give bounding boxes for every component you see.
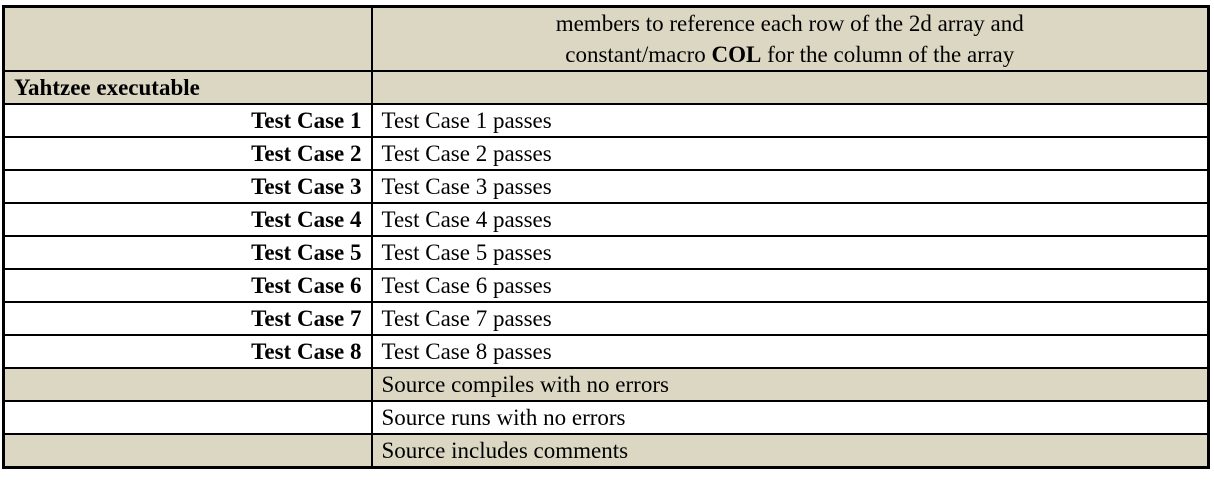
row-value-cell: Test Case 8 passes [370,334,1210,369]
header-line2-col-keyword: COL [711,42,762,67]
table-row-test-case-7: Test Case 7 Test Case 7 passes [2,301,1210,336]
table-row-test-case-2: Test Case 2 Test Case 2 passes [2,136,1210,171]
row-label-cell: Test Case 6 [2,268,373,303]
row-empty-label-cell [2,367,373,402]
row-label-cell: Test Case 4 [2,202,373,237]
table-row-test-case-5: Test Case 5 Test Case 5 passes [2,235,1210,270]
row-value-cell: Test Case 7 passes [370,301,1210,336]
row-empty-label-cell [2,433,373,469]
row-value-cell: Test Case 4 passes [370,202,1210,237]
row-label-cell: Test Case 1 [2,103,373,138]
section-label-cell: Yahtzee executable [2,70,373,105]
row-label-cell: Test Case 3 [2,169,373,204]
row-label-cell: Test Case 2 [2,136,373,171]
section-row-yahtzee-executable: Yahtzee executable [2,70,1210,105]
header-left-cell [2,5,373,72]
table-row-source-compiles: Source compiles with no errors [2,367,1210,402]
row-value-cell: Source runs with no errors [370,400,1210,435]
header-line2-post: for the column of the array [761,42,1015,67]
row-value-cell: Test Case 5 passes [370,235,1210,270]
header-line2-pre: constant/macro [565,42,712,67]
row-empty-label-cell [2,400,373,435]
table-row-test-case-1: Test Case 1 Test Case 1 passes [2,103,1210,138]
table-row-test-case-3: Test Case 3 Test Case 3 passes [2,169,1210,204]
row-value-cell: Source compiles with no errors [370,367,1210,402]
row-value-cell: Test Case 1 passes [370,103,1210,138]
row-label-cell: Test Case 7 [2,301,373,336]
row-label-cell: Test Case 8 [2,334,373,369]
table-row-test-case-8: Test Case 8 Test Case 8 passes [2,334,1210,369]
row-value-cell: Source includes comments [370,433,1210,469]
grading-rubric-table: members to reference each row of the 2d … [2,5,1210,469]
header-line1: members to reference each row of the 2d … [555,11,1024,36]
table-row-source-runs: Source runs with no errors [2,400,1210,435]
table-row-source-comments: Source includes comments [2,433,1210,469]
row-label-cell: Test Case 5 [2,235,373,270]
header-description-cell: members to reference each row of the 2d … [370,5,1210,72]
section-empty-cell [370,70,1210,105]
row-value-cell: Test Case 3 passes [370,169,1210,204]
row-value-cell: Test Case 2 passes [370,136,1210,171]
header-row: members to reference each row of the 2d … [2,5,1210,72]
row-value-cell: Test Case 6 passes [370,268,1210,303]
table-row-test-case-4: Test Case 4 Test Case 4 passes [2,202,1210,237]
table-row-test-case-6: Test Case 6 Test Case 6 passes [2,268,1210,303]
